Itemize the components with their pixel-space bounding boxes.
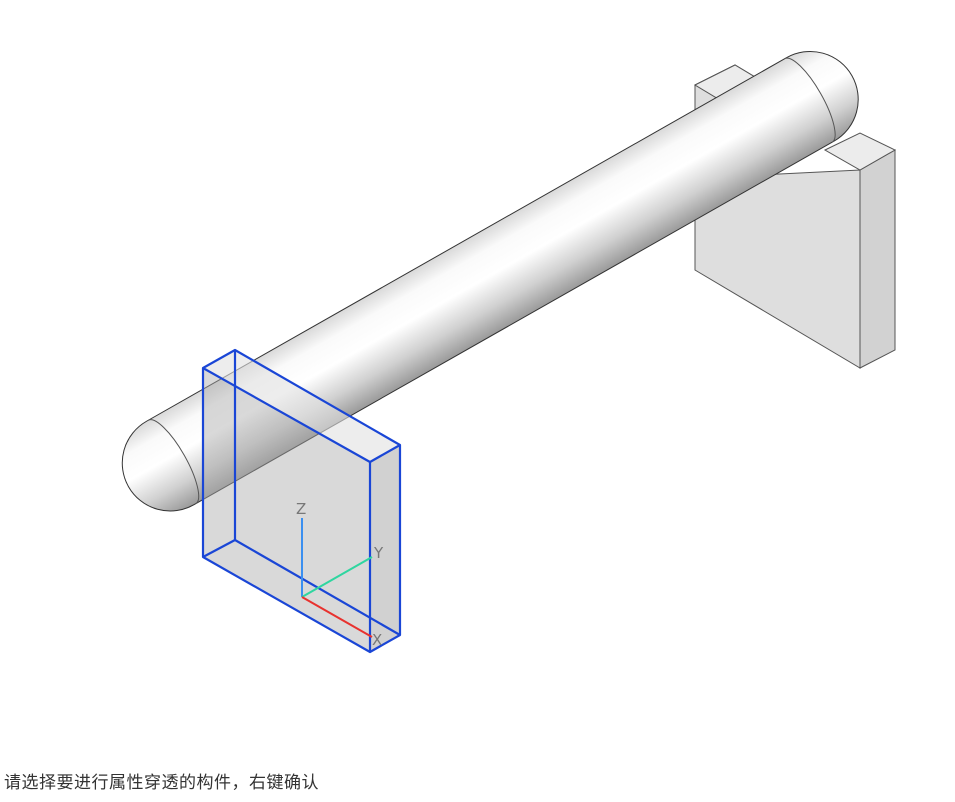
3d-viewport[interactable]: Z Y X (0, 0, 955, 740)
z-axis-label: Z (296, 500, 306, 518)
command-prompt: 请选择要进行属性穿透的构件，右键确认 (4, 773, 319, 793)
x-axis-label: X (372, 631, 382, 649)
ucs-axes-icon: Z Y X (296, 500, 384, 649)
y-axis-label: Y (373, 544, 384, 562)
